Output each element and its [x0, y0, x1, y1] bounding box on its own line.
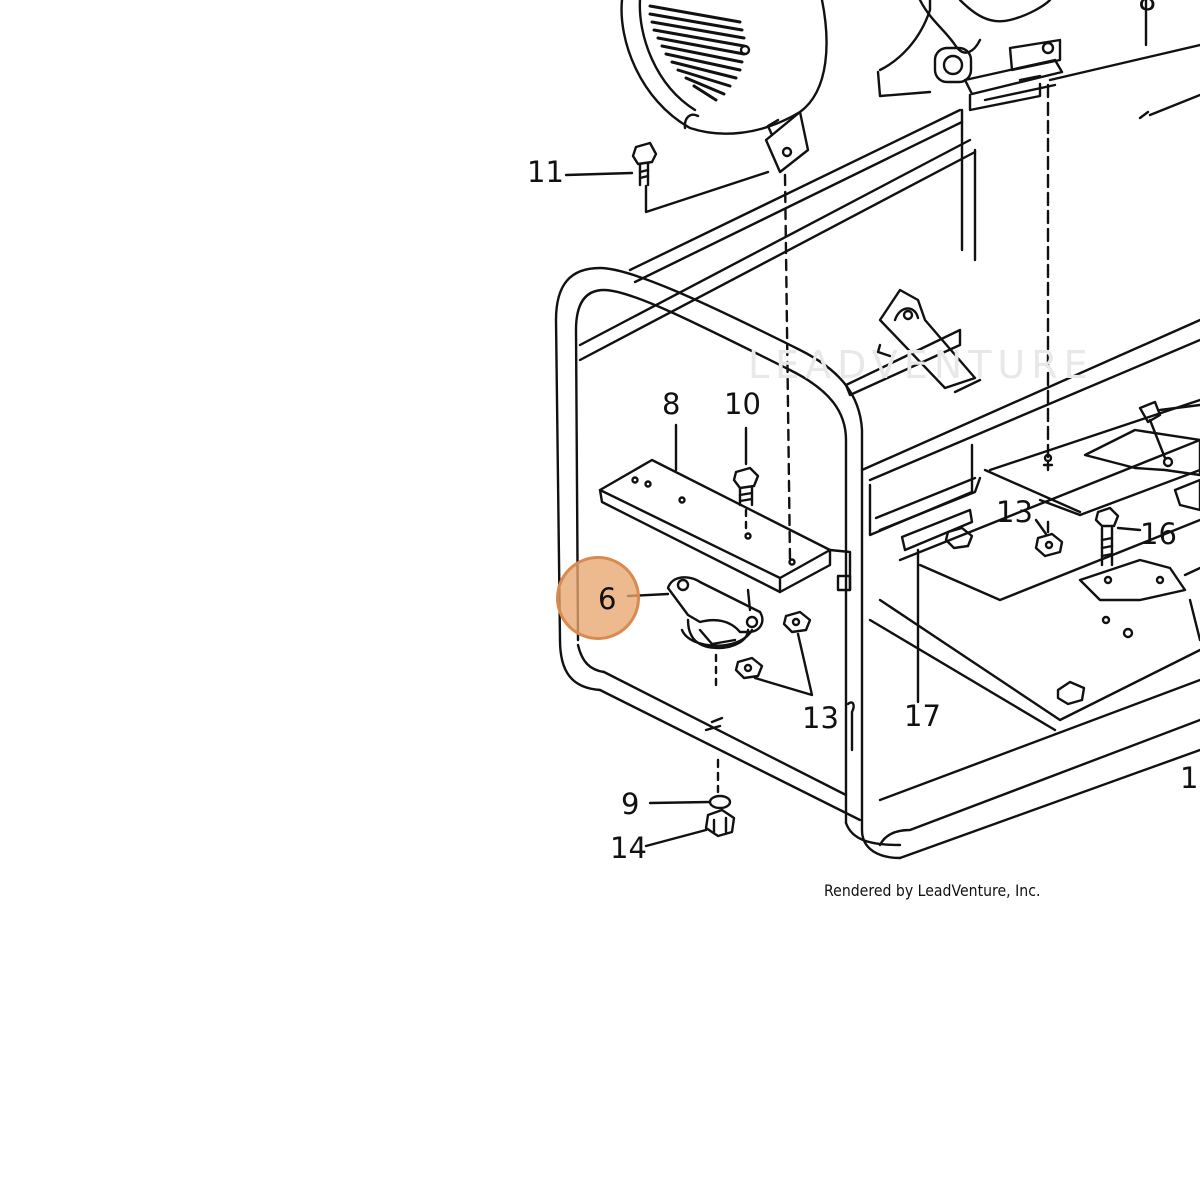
nut-left-rail: [944, 453, 1054, 550]
washer-9: [648, 794, 732, 810]
part-6-hotspot[interactable]: [556, 556, 640, 640]
leader-13-upper: [1034, 518, 1048, 536]
nut-13-lower: [734, 610, 814, 697]
alternator-housing: [620, 0, 828, 135]
engine-mount-rear: [876, 288, 982, 394]
guide-line-engine: [783, 173, 792, 562]
callout-13-lower: 13: [802, 701, 839, 735]
nut-14: [644, 808, 736, 848]
callout-14: 14: [610, 831, 647, 865]
callout-10: 10: [724, 387, 761, 421]
callout-16: 16: [1140, 517, 1177, 551]
callout-6: 6: [598, 582, 617, 616]
bolt-11: [564, 141, 770, 214]
cross-rails: [844, 318, 1200, 732]
bolt-bottom: [704, 653, 724, 794]
callout-11: 11: [527, 155, 564, 189]
bolt-16: [1094, 506, 1142, 567]
front-tube-frame: [554, 266, 1200, 860]
engine-block: [764, 0, 1064, 174]
plate-8: [598, 423, 852, 594]
mount-6: [666, 576, 764, 650]
callout-13-right: 13: [1180, 761, 1200, 795]
nut-13-upper: [1034, 520, 1064, 558]
upper-frame: [578, 0, 1200, 472]
render-credit: Rendered by LeadVenture, Inc.: [824, 881, 1041, 900]
watermark: LEADVENTURE: [748, 343, 1094, 387]
right-mounts: [1056, 400, 1200, 706]
callout-13-upper: 13: [996, 495, 1033, 529]
callout-9: 9: [621, 787, 640, 821]
bolt-10: [732, 426, 760, 532]
callout-8: 8: [662, 387, 681, 421]
callout-8-top: 8: [1138, 0, 1157, 17]
callout-17: 17: [904, 699, 941, 733]
leader-13c: [846, 701, 855, 752]
